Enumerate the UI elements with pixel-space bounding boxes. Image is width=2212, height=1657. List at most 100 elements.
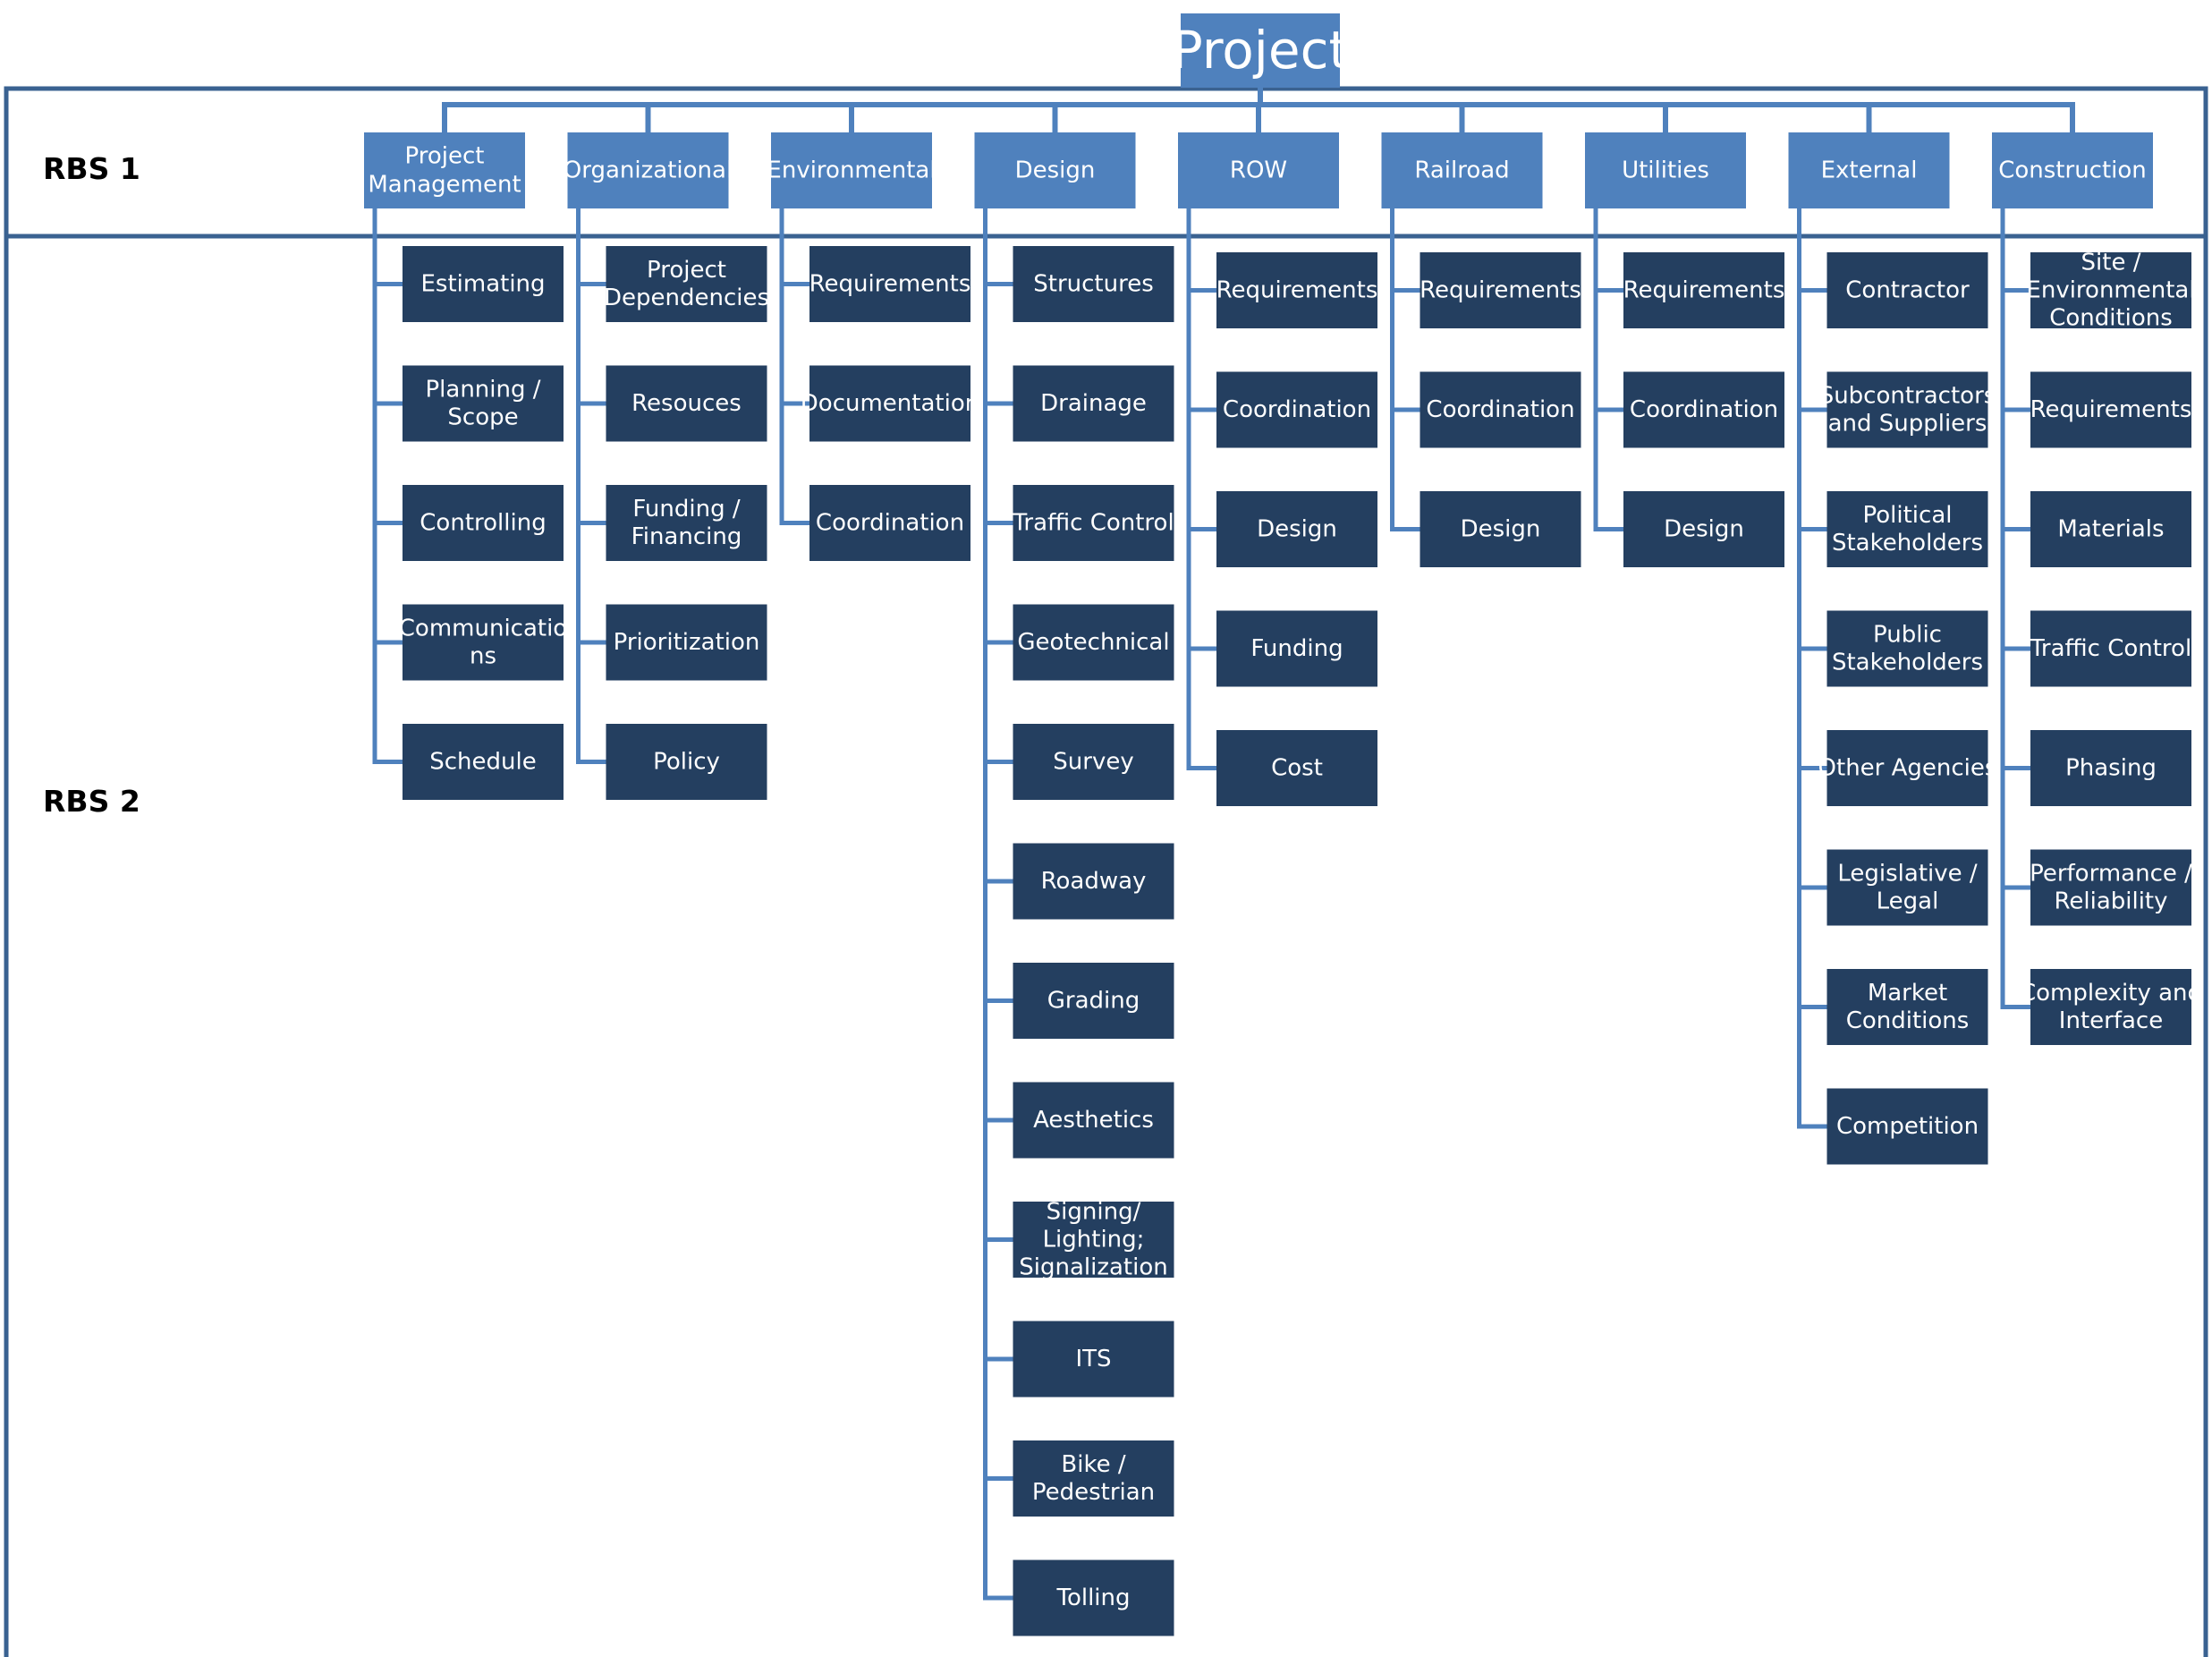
category-spine-construction bbox=[2000, 208, 2028, 1009]
category-label: Organizational bbox=[564, 157, 733, 184]
risk-item-aesthetics: Aesthetics bbox=[1013, 1082, 1174, 1159]
risk-item-box bbox=[606, 246, 767, 322]
risk-item-label: Coordination bbox=[1630, 396, 1778, 423]
risk-item-box bbox=[403, 246, 564, 322]
risk-item-label: Schedule bbox=[429, 749, 536, 776]
risk-item-label: Traffic Control bbox=[1012, 510, 1174, 537]
risk-item-requirements: Requirements bbox=[1420, 252, 1581, 328]
risk-item-label: Signalization bbox=[1019, 1254, 1167, 1281]
risk-item-box bbox=[403, 724, 564, 800]
risk-item-box bbox=[1216, 730, 1377, 806]
risk-item-box bbox=[1013, 843, 1174, 920]
risk-item-label: Conditions bbox=[1846, 1007, 1970, 1034]
risk-item-label: Survey bbox=[1053, 749, 1133, 776]
risk-item-other-agencies: Other Agencies bbox=[1818, 730, 1996, 806]
risk-item-policy: Policy bbox=[606, 724, 767, 800]
risk-item-resouces: Resouces bbox=[606, 365, 767, 442]
risk-item-traffic-control: Traffic Control bbox=[1012, 485, 1174, 561]
risk-item-label: Lighting; bbox=[1043, 1227, 1145, 1253]
category-label: ROW bbox=[1230, 157, 1287, 184]
category-external: External bbox=[1788, 132, 1950, 208]
root-label: Project bbox=[1172, 20, 1349, 81]
risk-item-label: Project bbox=[647, 257, 726, 284]
risk-item-box bbox=[606, 365, 767, 442]
risk-item-label: Design bbox=[1461, 516, 1541, 543]
risk-item-label: Policy bbox=[653, 749, 720, 776]
risk-item-box bbox=[1826, 730, 1988, 806]
risk-item-materials: Materials bbox=[2030, 491, 2191, 567]
risk-item-box bbox=[606, 485, 767, 561]
risk-item-box bbox=[1826, 849, 1988, 926]
risk-item-label: Reliability bbox=[2054, 888, 2167, 915]
risk-item-coordination: Coordination bbox=[809, 485, 970, 561]
category-label: Design bbox=[1015, 157, 1096, 184]
risk-item-box bbox=[809, 365, 970, 442]
risk-item-label: Financing bbox=[631, 523, 742, 550]
category-spine-railroad bbox=[1390, 208, 1418, 531]
category-spine-project-management bbox=[372, 208, 400, 764]
category-box bbox=[1381, 132, 1543, 208]
category-organizational: Organizational bbox=[564, 132, 733, 208]
risk-item-label: Complexity and bbox=[2020, 980, 2202, 1007]
risk-item-label: Site / bbox=[2081, 250, 2141, 276]
risk-item-coordination: Coordination bbox=[1420, 371, 1581, 448]
risk-item-bike-pedestrian: Bike /Pedestrian bbox=[1013, 1440, 1174, 1517]
risk-item-label: Resouces bbox=[631, 390, 742, 417]
risk-item-box bbox=[1826, 491, 1988, 567]
risk-item-box bbox=[2030, 730, 2191, 806]
risk-item-box bbox=[1013, 1321, 1174, 1398]
category-spine-design bbox=[983, 208, 1011, 1601]
risk-item-box bbox=[809, 485, 970, 561]
risk-item-label: Legislative / bbox=[1837, 861, 1978, 888]
risk-item-controlling: Controlling bbox=[403, 485, 564, 561]
risk-item-label: Coordination bbox=[816, 510, 964, 537]
risk-item-label: Public bbox=[1873, 622, 1942, 649]
risk-item-box bbox=[1013, 604, 1174, 681]
risk-item-label: Coordination bbox=[1426, 396, 1574, 423]
category-spine-row bbox=[1186, 208, 1214, 770]
category-label: Environmental bbox=[767, 157, 936, 184]
category-label: Railroad bbox=[1414, 157, 1509, 184]
risk-item-requirements: Requirements bbox=[809, 246, 970, 322]
risk-item-box bbox=[2030, 491, 2191, 567]
risk-item-label: Estimating bbox=[420, 271, 545, 298]
risk-item-label: Requirements bbox=[1216, 277, 1378, 304]
risk-item-label: Documentation bbox=[801, 390, 979, 417]
category-railroad: Railroad bbox=[1381, 132, 1543, 208]
risk-item-contractor: Contractor bbox=[1826, 252, 1988, 328]
risk-item-box bbox=[403, 365, 564, 442]
risk-item-estimating: Estimating bbox=[403, 246, 564, 322]
risk-item-geotechnical: Geotechnical bbox=[1013, 604, 1174, 681]
risk-item-label: Conditions bbox=[2049, 305, 2173, 332]
risk-item-label: Performance / bbox=[2030, 861, 2192, 888]
risk-item-label: Funding bbox=[1250, 635, 1343, 662]
risk-item-funding: Funding bbox=[1216, 610, 1377, 687]
risk-item-box bbox=[1623, 491, 1784, 567]
risk-item-box bbox=[1826, 969, 1988, 1045]
risk-item-box bbox=[1826, 371, 1988, 448]
risk-item-box bbox=[2030, 371, 2191, 448]
rbs1-label: RBS 1 bbox=[43, 151, 140, 186]
risk-item-label: Market bbox=[1868, 980, 1947, 1007]
category-design: Design bbox=[974, 132, 1136, 208]
risk-item-structures: Structures bbox=[1013, 246, 1174, 322]
risk-item-requirements: Requirements bbox=[2030, 371, 2192, 448]
risk-item-box bbox=[1826, 610, 1988, 687]
risk-item-label: Political bbox=[1863, 502, 1953, 529]
risk-item-box bbox=[1013, 1082, 1174, 1159]
risk-item-funding-financing: Funding /Financing bbox=[606, 485, 767, 561]
risk-item-label: Requirements bbox=[2030, 396, 2192, 423]
risk-item-label: Planning / bbox=[425, 377, 540, 404]
risk-item-label: Geotechnical bbox=[1017, 629, 1169, 656]
risk-item-design: Design bbox=[1420, 491, 1581, 567]
category-spine-utilities bbox=[1593, 208, 1621, 531]
risk-item-label: Requirements bbox=[1623, 277, 1785, 304]
risk-item-label: Cost bbox=[1271, 755, 1323, 782]
category-spine-external bbox=[1797, 208, 1825, 1129]
